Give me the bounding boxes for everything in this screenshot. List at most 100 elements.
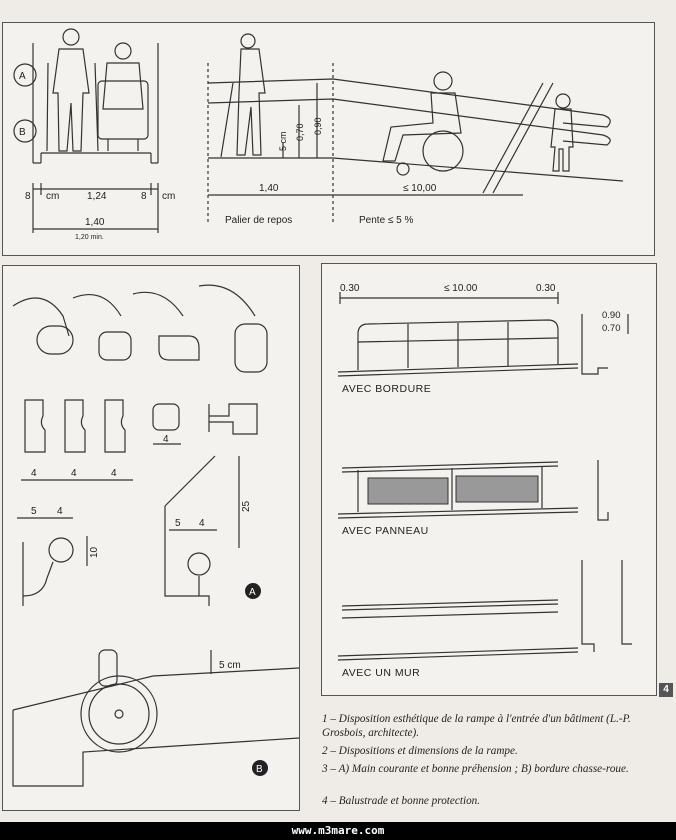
wall-rail-1 [341, 599, 559, 607]
ramp-drawing: A B 8 cm 1,24 8 cm 1,40 1,20 min. 5 cm 0… [13, 28, 624, 241]
section-3 [104, 399, 126, 453]
crutch-left [46, 62, 49, 152]
label-panneau: AVEC PANNEAU [342, 525, 429, 537]
dim-1000: ≤ 10.00 [444, 283, 478, 294]
badge-b: B [256, 764, 263, 775]
caption-2: 2 – Dispositions et dimensions de la ram… [322, 745, 518, 757]
wheelchair-user-body [102, 62, 144, 110]
section-1 [24, 399, 46, 453]
hand-1 [12, 297, 70, 337]
round-rail [48, 537, 74, 563]
dim-120-min: 1,20 min. [75, 234, 104, 241]
child [550, 108, 574, 172]
wall-rail-2 [341, 611, 559, 619]
dim-8-right: 8 [141, 191, 147, 202]
panel-left [367, 477, 449, 505]
handrail-upper [207, 78, 611, 128]
round-rail-2 [187, 552, 211, 576]
label-mur: AVEC UN MUR [342, 667, 420, 679]
dim-4-d: 4 [163, 434, 169, 445]
section-bordure [581, 314, 608, 375]
dim-4-b: 4 [71, 468, 77, 479]
dim-124: 1,24 [87, 191, 107, 202]
crutch-right [94, 62, 99, 152]
ground-3 [337, 647, 579, 657]
figure-balustrade: 0.30 ≤ 10.00 0.30 0.90 0.70 AVEC BORDURE… [321, 263, 657, 696]
person-head [62, 28, 80, 46]
caption-1: 1 – Disposition esthétique de la rampe à… [322, 713, 631, 739]
wheelchair-wheel [422, 130, 464, 172]
kick-wall [164, 506, 210, 606]
rail-profile-flat [158, 335, 200, 361]
person-with-cane [236, 48, 266, 156]
ramp-slope [332, 157, 624, 182]
bracket-wall [208, 403, 258, 435]
panel-right [455, 475, 539, 503]
dim-cm-left: cm [46, 191, 59, 202]
detail-circle-a [13, 63, 37, 87]
railing-1 [357, 319, 559, 370]
marker-b: B [19, 127, 26, 138]
handrail-lower [207, 98, 611, 146]
dim-090: 0.90 [602, 310, 621, 321]
caster [98, 649, 118, 687]
rail-profile-square [98, 331, 132, 361]
badge-b-circle [252, 760, 268, 776]
label-bordure: AVEC BORDURE [342, 383, 431, 395]
hand-4 [198, 284, 256, 317]
dim-5-a: 5 [31, 506, 37, 517]
dim-140-bottom: 1,40 [85, 217, 105, 228]
balustrade-drawing: 0.30 ≤ 10.00 0.30 0.90 0.70 AVEC BORDURE… [337, 283, 632, 679]
wheelchair-user-ramp [382, 92, 462, 162]
dim-030-right: 0.30 [536, 283, 556, 294]
dim-5-b: 5 [175, 518, 181, 529]
wheelchair-front [97, 80, 149, 140]
person-standing [52, 48, 90, 152]
dim-070: 0.70 [602, 323, 621, 334]
dim-4-a: 4 [31, 468, 37, 479]
section-break [482, 82, 544, 194]
dim-cm-right: cm [162, 191, 175, 202]
hand-3 [132, 291, 184, 317]
hand-2 [72, 294, 122, 317]
caption-4: 4 – Balustrade et bonne protection. [322, 795, 481, 807]
wheelchair-user-head [114, 42, 132, 60]
dim-1000: ≤ 10,00 [403, 183, 437, 194]
dim-5cm: 5 cm [219, 660, 241, 671]
rail-profile-round [36, 325, 74, 355]
caption-3: 3 – A) Main courante et bonne préhension… [322, 763, 629, 775]
railing-2-top [341, 461, 559, 469]
dim-8-left: 8 [25, 191, 31, 202]
dim-25: 25 [241, 500, 252, 512]
dim-070: 0,70 [295, 123, 305, 141]
kickboard-top [12, 667, 299, 711]
label-pente: Pente ≤ 5 % [359, 215, 414, 226]
section-mur [581, 560, 632, 652]
figure-handrail-detail: A B 4 4 4 4 5 4 10 5 4 25 5 cm [2, 265, 300, 811]
handrail-detail-drawing: A B 4 4 4 4 5 4 10 5 4 25 5 cm [12, 284, 299, 787]
dim-10: 10 [89, 546, 100, 558]
dim-4-f: 4 [199, 518, 205, 529]
ground-1 [337, 363, 579, 373]
bracket-arm [22, 561, 54, 597]
dim-4-e: 4 [57, 506, 63, 517]
badge-a: A [249, 587, 256, 598]
figure-ramp-overview: A B 8 cm 1,24 8 cm 1,40 1,20 min. 5 cm 0… [2, 22, 655, 256]
detail-circle-b [13, 119, 37, 143]
watermark-text: www.m3mare.com [291, 824, 385, 837]
dim-030-left: 0.30 [340, 283, 360, 294]
section-panneau [597, 460, 609, 521]
label-palier: Palier de repos [225, 215, 292, 226]
watermark-bar: www.m3mare.com [0, 822, 676, 840]
marker-a: A [19, 71, 26, 82]
dim-4-c: 4 [111, 468, 117, 479]
cane [220, 82, 234, 158]
rail-profile-tall [234, 323, 268, 373]
section-2 [64, 399, 86, 453]
wheel [80, 675, 158, 753]
page-tab: 4 [659, 683, 673, 697]
section-4 [152, 403, 180, 431]
dim-140-landing: 1,40 [259, 183, 279, 194]
dim-090: 0,90 [313, 117, 323, 135]
